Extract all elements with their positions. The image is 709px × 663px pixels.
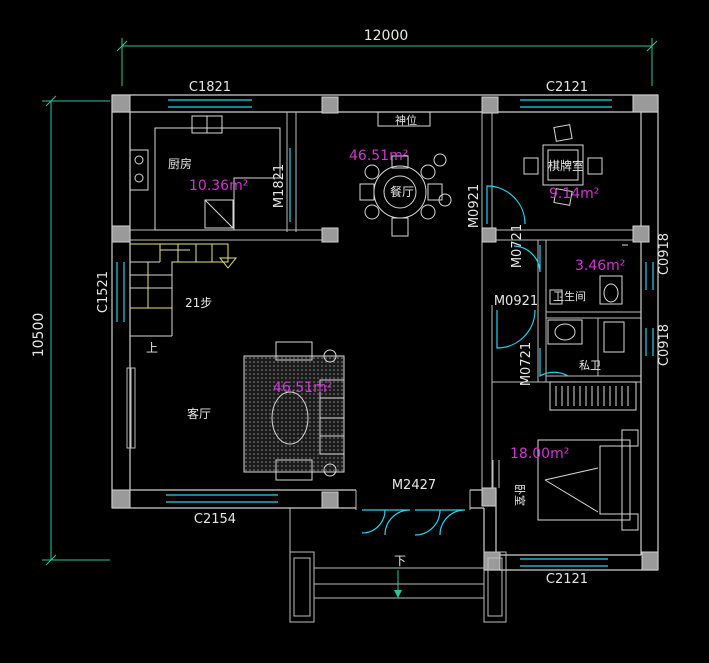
window-label-bath1: C0918 <box>657 233 672 275</box>
shrine-cabinet <box>377 111 431 127</box>
window-living-bottom: C2154 <box>166 494 278 527</box>
door-bedroom <box>492 460 500 488</box>
mahjong-table <box>523 124 603 206</box>
bathroom-name: 卫生间 <box>553 289 586 303</box>
door-label-main: M2427 <box>392 478 436 493</box>
dimension-top: 12000 <box>116 28 658 86</box>
door-bath-top: M0921 <box>494 294 538 349</box>
dining-table <box>359 153 452 237</box>
dining-area: 46.51m² <box>349 148 408 164</box>
private-bath-name: 私卫 <box>579 359 601 372</box>
dining-name: 餐厅 <box>390 184 414 199</box>
door-main-entrance: M2427 <box>355 478 471 536</box>
door-label-private-bath: M0721 <box>519 342 534 386</box>
window-label-living: C2154 <box>194 512 236 527</box>
columns <box>111 94 659 571</box>
door-private-bath: M0721 <box>519 342 569 386</box>
door-bath-left: M0721 <box>510 224 541 273</box>
kitchen-counter <box>129 115 281 231</box>
stair-steps-label: 21步 <box>185 296 212 310</box>
door-kitchen: M1821 <box>272 148 291 222</box>
overall-depth-label: 10500 <box>31 313 47 358</box>
bathroom-area: 3.46m² <box>575 258 625 274</box>
window-label-kitchen: C1821 <box>189 80 231 95</box>
bedroom-bed <box>537 429 639 531</box>
window-mahjong-top: C2121 <box>520 80 612 108</box>
window-bedroom-bottom: C2121 <box>520 558 608 587</box>
door-label-bath-left: M0721 <box>510 224 525 268</box>
bedroom-name: 卧室 <box>513 484 527 506</box>
window-label-bedroom: C2121 <box>546 572 588 587</box>
door-label-kitchen: M1821 <box>272 164 287 208</box>
wardrobe <box>549 381 637 411</box>
shrine-name: 神位 <box>395 113 417 127</box>
front-porch <box>289 508 507 623</box>
living-sofa-set <box>243 341 345 481</box>
door-label-bath-top: M0921 <box>494 294 538 309</box>
staircase <box>130 243 238 337</box>
kitchen-name: 厨房 <box>168 156 192 171</box>
window-bath1-right: C0918 <box>645 233 672 290</box>
window-stair-side: C1521 <box>96 262 125 322</box>
window-living-left <box>126 367 136 449</box>
mahjong-name: 棋牌室 <box>548 158 584 173</box>
window-label-stair: C1521 <box>96 271 111 313</box>
overall-width-label: 12000 <box>364 28 409 44</box>
living-area: 46.51m² <box>273 380 332 396</box>
kitchen-area: 10.36m² <box>189 178 248 194</box>
window-kitchen-top: C1821 <box>168 80 252 108</box>
stair-down-label: 下 <box>394 554 406 568</box>
door-label-mahjong: M0921 <box>467 184 482 228</box>
bedroom-area: 18.00m² <box>510 446 569 462</box>
window-bath2-right: C0918 <box>645 324 672 366</box>
door-mahjong: M0921 <box>467 184 526 228</box>
stair-up-label: 上 <box>146 341 158 355</box>
dimension-left: 10500 <box>31 95 110 566</box>
window-label-mahjong: C2121 <box>546 80 588 95</box>
mahjong-area: 9.14m² <box>549 186 599 202</box>
bathroom-fixtures <box>547 244 628 353</box>
window-label-bath2: C0918 <box>657 324 672 366</box>
living-name: 客厅 <box>187 406 211 421</box>
